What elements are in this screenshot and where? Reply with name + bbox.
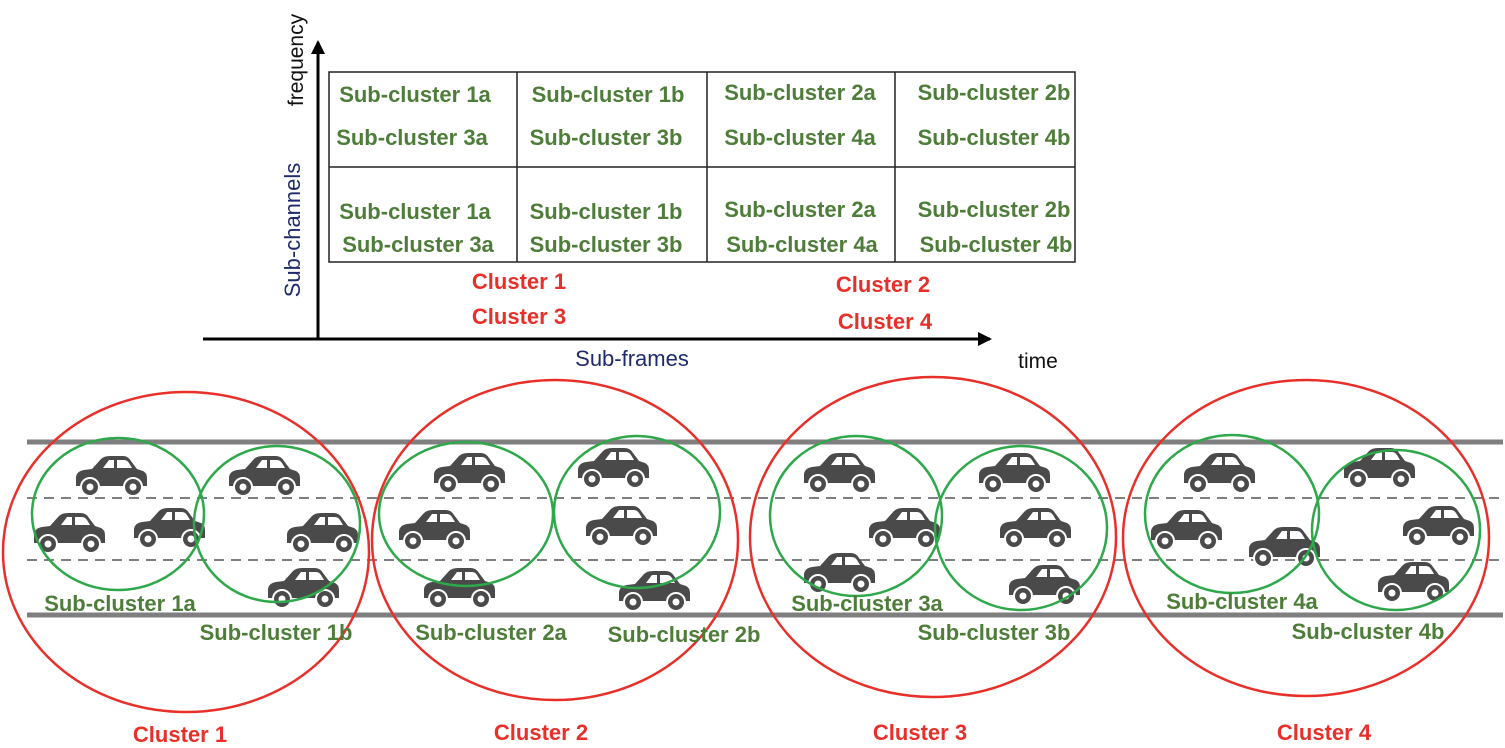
car-icon bbox=[286, 512, 359, 554]
grid-cell-text: Sub-cluster 4a bbox=[724, 125, 876, 150]
cluster-circle bbox=[748, 375, 1118, 699]
car-icon bbox=[585, 505, 658, 547]
vehicles bbox=[33, 447, 1475, 612]
cluster-label: Cluster 4 bbox=[1277, 720, 1372, 745]
x-axis-end-label: time bbox=[1018, 350, 1058, 373]
car-icon bbox=[1150, 509, 1223, 551]
cluster-circle bbox=[1, 390, 371, 714]
car-icon bbox=[978, 452, 1051, 494]
cluster-label: Cluster 3 bbox=[873, 720, 967, 745]
grid-cell-text: Sub-cluster 1b bbox=[532, 82, 685, 107]
subcluster-label: Sub-cluster 2a bbox=[415, 620, 567, 645]
grid-cell-text: Sub-cluster 3a bbox=[342, 232, 494, 257]
car-icon bbox=[33, 512, 106, 554]
car-icon bbox=[433, 452, 506, 494]
subcluster-label: Sub-cluster 4a bbox=[1166, 589, 1318, 614]
cluster-label: Cluster 1 bbox=[133, 722, 227, 747]
y-axis-label: Sub-channels bbox=[280, 163, 305, 298]
grid-cell-text: Sub-cluster 4b bbox=[920, 232, 1073, 257]
cluster-label: Cluster 2 bbox=[494, 720, 588, 745]
car-icon bbox=[1183, 452, 1256, 494]
car-icon bbox=[228, 455, 301, 497]
car-icon bbox=[1248, 526, 1321, 568]
subcluster-circle bbox=[933, 444, 1109, 612]
grid-cell-text: Sub-cluster 2a bbox=[724, 80, 876, 105]
car-icon bbox=[1343, 447, 1416, 489]
subcluster-circle bbox=[192, 444, 362, 604]
subcluster-label: Sub-cluster 3a bbox=[791, 591, 943, 616]
car-icon bbox=[577, 447, 650, 489]
car-icon bbox=[999, 507, 1072, 549]
grid-cluster-label: Cluster 2 bbox=[836, 272, 930, 297]
grid-cell-text: Sub-cluster 3b bbox=[530, 232, 683, 257]
grid-cell-text: Sub-cluster 3b bbox=[530, 125, 683, 150]
subcluster-label: Sub-cluster 4b bbox=[1292, 619, 1445, 644]
grid-cell-text: Sub-cluster 2b bbox=[918, 197, 1071, 222]
subcluster-circle bbox=[30, 436, 206, 592]
car-icon bbox=[1377, 561, 1450, 603]
car-icon bbox=[75, 455, 148, 497]
resource-grid: Sub-channels frequency Sub-frames time S… bbox=[203, 13, 1076, 373]
subcluster-circle bbox=[1143, 433, 1321, 595]
subcluster-label: Sub-cluster 3b bbox=[918, 620, 1071, 645]
grid-cell-text: Sub-cluster 3a bbox=[336, 125, 488, 150]
subcluster-circle bbox=[768, 434, 944, 598]
grid-cluster-label: Cluster 1 bbox=[472, 269, 566, 294]
subcluster-circle bbox=[552, 434, 722, 590]
grid-cluster-label: Cluster 4 bbox=[838, 309, 933, 334]
grid-cell-text: Sub-cluster 1a bbox=[339, 82, 491, 107]
grid-cell-text: Sub-cluster 1a bbox=[339, 199, 491, 224]
cluster-circle bbox=[1121, 378, 1491, 698]
subcluster-label: Sub-cluster 2b bbox=[608, 622, 761, 647]
car-icon bbox=[398, 509, 471, 551]
x-axis-label: Sub-frames bbox=[575, 346, 689, 371]
car-icon bbox=[803, 452, 876, 494]
subcluster-label: Sub-cluster 1a bbox=[44, 591, 196, 616]
grid-cell-text: Sub-cluster 2a bbox=[724, 197, 876, 222]
subcluster-circle bbox=[1310, 448, 1482, 612]
grid-cell-text: Sub-cluster 1b bbox=[530, 199, 683, 224]
subcluster-label: Sub-cluster 1b bbox=[200, 620, 353, 645]
grid-cell-text: Sub-cluster 4a bbox=[726, 232, 878, 257]
car-icon bbox=[868, 507, 941, 549]
grid-cluster-label: Cluster 3 bbox=[472, 304, 566, 329]
car-icon bbox=[1008, 564, 1081, 606]
grid-cell-text: Sub-cluster 4b bbox=[918, 125, 1071, 150]
car-icon bbox=[1402, 505, 1475, 547]
y-axis-end-label: frequency bbox=[285, 13, 308, 106]
road-scene: Sub-cluster 1a Sub-cluster 1b Sub-cluste… bbox=[1, 375, 1503, 747]
cluster-circle bbox=[370, 378, 740, 702]
car-icon bbox=[423, 567, 496, 609]
grid-cell-text: Sub-cluster 2b bbox=[918, 80, 1071, 105]
